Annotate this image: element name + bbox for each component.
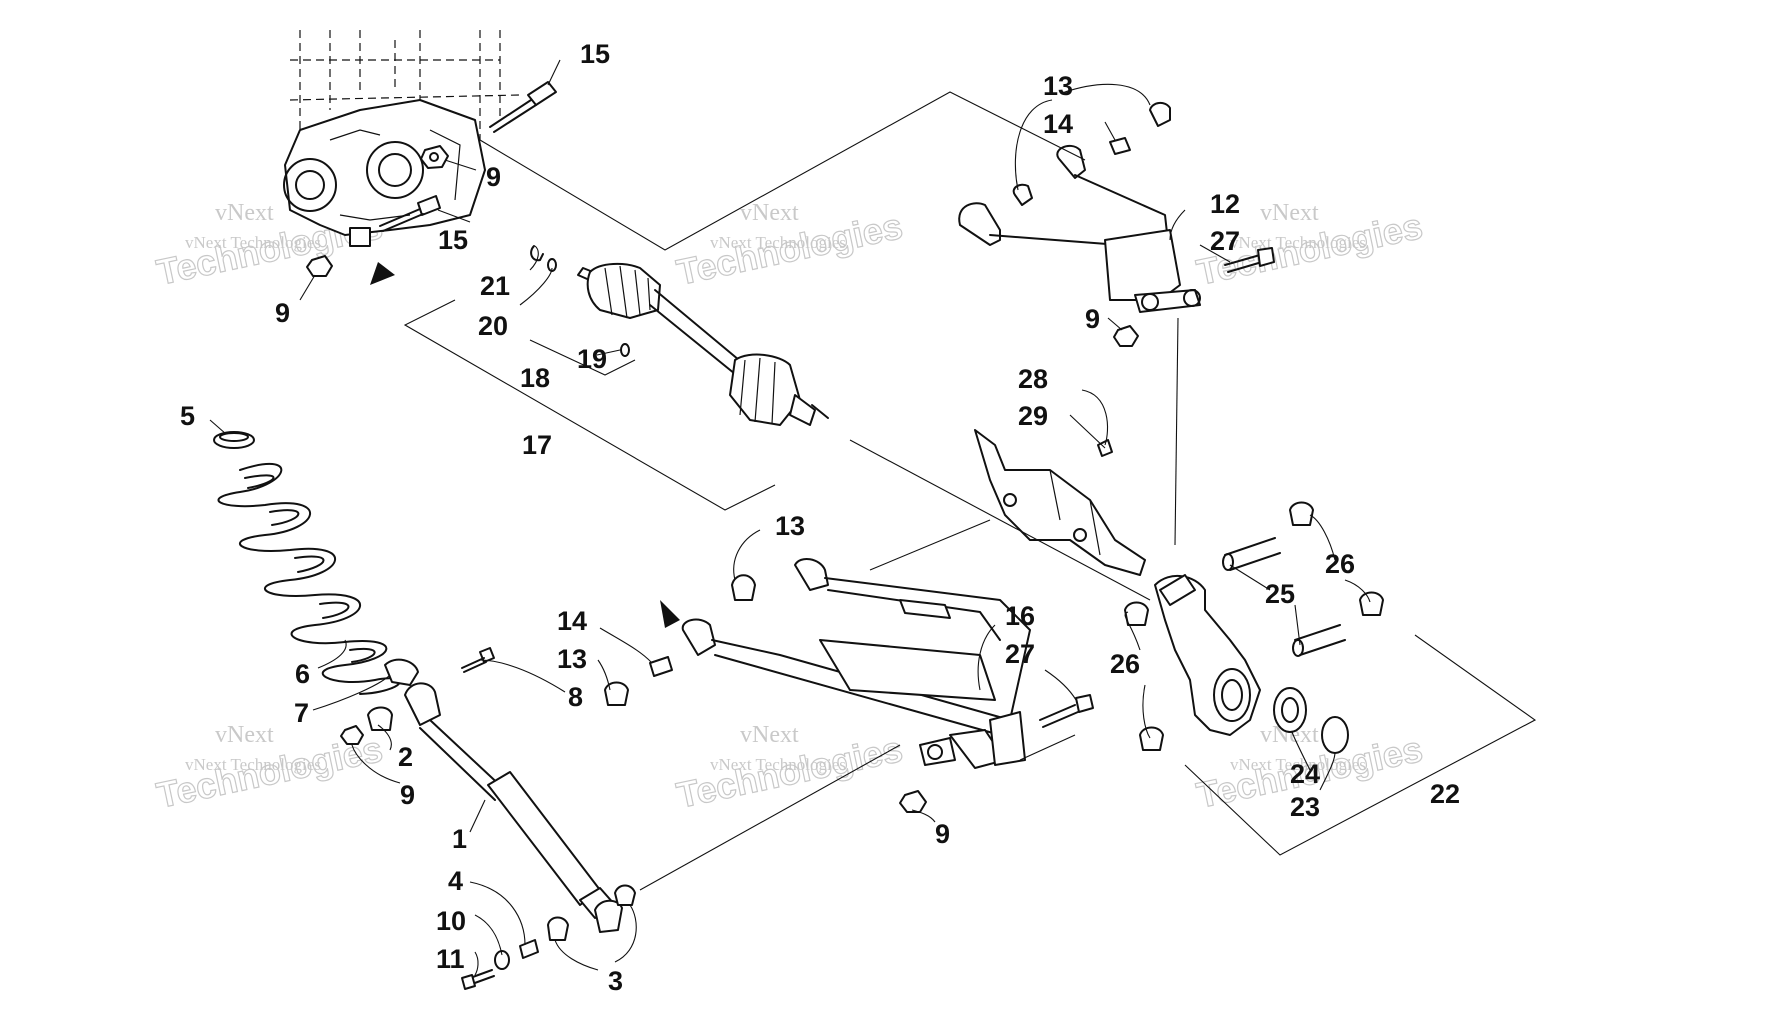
callout-14-lower: 14 <box>557 606 587 636</box>
watermark-top-center: vNext vNext Technologies Technologies <box>673 200 907 293</box>
circlip-21 <box>530 245 544 262</box>
callout-17: 17 <box>522 430 552 460</box>
callout-9-shock: 9 <box>400 780 415 810</box>
coil-spring-6 <box>217 462 401 695</box>
svg-text:vNext: vNext <box>215 200 274 226</box>
callout-9-lower-arm: 9 <box>935 819 950 849</box>
spring-retainer-5 <box>213 431 255 449</box>
nut-9-gearbox-lower <box>306 255 333 277</box>
svg-text:vNext: vNext <box>740 722 799 748</box>
bushing-26-a <box>1124 601 1149 626</box>
callout-19: 19 <box>577 344 607 374</box>
callout-23: 23 <box>1290 792 1320 822</box>
spacer-25-b <box>1292 624 1346 657</box>
lower-a-arm-16 <box>681 558 1031 769</box>
bushing-2 <box>367 706 393 731</box>
nut-9-shock <box>340 725 364 745</box>
callout-7: 7 <box>294 698 309 728</box>
spacer-14-upper <box>1109 137 1131 155</box>
callout-5: 5 <box>180 401 195 431</box>
bolt-8 <box>461 647 495 673</box>
bushing-13-upper-b <box>1149 102 1171 127</box>
callout-12: 12 <box>1210 189 1240 219</box>
callout-20: 20 <box>478 311 508 341</box>
bushing-13-lower-b <box>604 681 629 706</box>
bushing-26-b <box>1139 726 1164 751</box>
callout-14-upper: 14 <box>1043 109 1073 139</box>
callout-9-gearbox-upper: 9 <box>486 162 501 192</box>
bushing-13-lower-a <box>731 574 756 601</box>
callout-labels: 15 9 15 9 21 20 19 18 17 13 14 12 27 9 5… <box>180 39 1460 996</box>
upper-a-arm-12 <box>958 144 1201 313</box>
bearing-carrier-22 <box>1154 574 1261 736</box>
callout-26-right: 26 <box>1325 549 1355 579</box>
callout-15-upper: 15 <box>580 39 610 69</box>
frame-gearbox-reference <box>283 30 521 247</box>
callout-9-gearbox-lower: 9 <box>275 298 290 328</box>
svg-text:vNext: vNext <box>215 722 274 748</box>
skid-plate-28 <box>974 429 1146 576</box>
spacer-4 <box>519 939 539 959</box>
callout-8: 8 <box>568 682 583 712</box>
svg-text:vNext Technologies: vNext Technologies <box>185 233 321 252</box>
svg-text:vNext Technologies: vNext Technologies <box>1230 755 1366 774</box>
svg-text:vNext Technologies: vNext Technologies <box>710 755 846 774</box>
callout-13-upper: 13 <box>1043 71 1073 101</box>
callout-29: 29 <box>1018 401 1048 431</box>
callout-28: 28 <box>1018 364 1048 394</box>
nut-9-upper-arm <box>1113 325 1139 347</box>
callout-2: 2 <box>398 742 413 772</box>
nut-9-gearbox-upper <box>420 145 449 169</box>
callout-4: 4 <box>448 866 463 896</box>
nut-9-lower-arm <box>899 790 927 813</box>
spacer-3-b <box>614 884 636 906</box>
bolt-27-lower <box>1039 694 1094 728</box>
callout-18: 18 <box>520 363 550 393</box>
washer-10 <box>494 950 510 970</box>
svg-text:vNext Technologies: vNext Technologies <box>1230 233 1366 252</box>
callout-1: 1 <box>452 824 467 854</box>
callout-13-lower: 13 <box>557 644 587 674</box>
bushing-26-d <box>1359 591 1384 616</box>
watermark-bottom-center: vNext vNext Technologies Technologies <box>673 722 907 816</box>
shock-absorber-1 <box>404 682 623 933</box>
drive-shaft-assembly <box>577 262 829 426</box>
callout-16: 16 <box>1005 601 1035 631</box>
callout-27-lower: 27 <box>1005 639 1035 669</box>
svg-text:vNext Technologies: vNext Technologies <box>185 755 321 774</box>
callout-24: 24 <box>1290 759 1320 789</box>
bushing-13-upper-a <box>1012 183 1033 206</box>
spacer-3-a <box>547 916 569 941</box>
arrow-pointer-lower <box>660 600 680 628</box>
callout-13-lower-top: 13 <box>775 511 805 541</box>
callout-27-upper: 27 <box>1210 226 1240 256</box>
callout-9-upper-arm: 9 <box>1085 304 1100 334</box>
svg-text:vNext: vNext <box>1260 200 1319 226</box>
callout-21: 21 <box>480 271 510 301</box>
spacer-25-a <box>1222 537 1281 571</box>
callout-3: 3 <box>608 966 623 996</box>
bolt-27-upper <box>1224 247 1275 273</box>
callout-11: 11 <box>436 944 465 974</box>
svg-text:vNext: vNext <box>740 200 799 226</box>
bolt-15-lower <box>379 195 441 232</box>
arrow-pointer-upper <box>370 262 395 285</box>
callout-25: 25 <box>1265 579 1295 609</box>
svg-text:vNext Technologies: vNext Technologies <box>710 233 846 252</box>
callout-15-lower: 15 <box>438 225 468 255</box>
bolt-15-upper <box>489 81 557 133</box>
callout-26-left: 26 <box>1110 649 1140 679</box>
spacer-14-lower <box>649 656 673 677</box>
bearing-24 <box>1273 687 1307 733</box>
callout-6: 6 <box>295 659 310 689</box>
callout-22: 22 <box>1430 779 1460 809</box>
o-ring-19 <box>620 343 630 357</box>
leader-lines <box>209 59 1537 976</box>
callout-10: 10 <box>436 906 466 936</box>
spring-retainer-7 <box>384 658 419 686</box>
bolt-11 <box>461 969 495 990</box>
bushing-26-c <box>1289 501 1314 526</box>
